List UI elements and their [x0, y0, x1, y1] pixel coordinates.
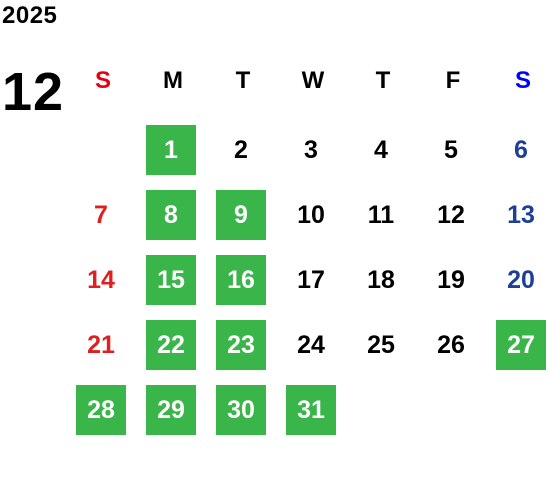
day-cell-23[interactable]: 23 [216, 320, 266, 370]
weekday-2: T [235, 67, 251, 94]
day-cell-24[interactable]: 24 [297, 331, 325, 359]
day-cell-13[interactable]: 13 [507, 201, 535, 229]
day-cell-28[interactable]: 28 [76, 385, 126, 435]
month-number: 12 [2, 62, 65, 122]
day-cell-27[interactable]: 27 [496, 320, 546, 370]
weekday-6: S [514, 67, 531, 94]
weekday-3: W [301, 67, 325, 94]
day-cell-16[interactable]: 16 [216, 255, 266, 305]
day-cell-17[interactable]: 17 [297, 266, 325, 294]
day-cell-9[interactable]: 9 [216, 190, 266, 240]
day-cell-21[interactable]: 21 [87, 331, 115, 359]
year-label: 2025 [2, 2, 58, 29]
day-cell-10[interactable]: 10 [297, 201, 325, 229]
weekday-1: M [163, 67, 183, 94]
day-cell-12[interactable]: 12 [437, 201, 465, 229]
day-cell-31[interactable]: 31 [286, 385, 336, 435]
day-cell-7[interactable]: 7 [94, 201, 108, 229]
day-cell-1[interactable]: 1 [146, 125, 196, 175]
weekday-5: F [445, 67, 461, 94]
day-cell-29[interactable]: 29 [146, 385, 196, 435]
day-cell-2[interactable]: 2 [234, 136, 248, 164]
day-cell-3[interactable]: 3 [304, 136, 318, 164]
day-cell-25[interactable]: 25 [367, 331, 395, 359]
day-cell-15[interactable]: 15 [146, 255, 196, 305]
day-cell-30[interactable]: 30 [216, 385, 266, 435]
day-cell-19[interactable]: 19 [437, 266, 465, 294]
day-cell-20[interactable]: 20 [507, 266, 535, 294]
day-cell-5[interactable]: 5 [444, 136, 458, 164]
day-cell-26[interactable]: 26 [437, 331, 465, 359]
day-cell-4[interactable]: 4 [374, 136, 388, 164]
day-cell-22[interactable]: 22 [146, 320, 196, 370]
weekday-4: T [375, 67, 391, 94]
day-cell-14[interactable]: 14 [87, 266, 115, 294]
day-cell-11[interactable]: 11 [367, 201, 395, 229]
day-cell-18[interactable]: 18 [367, 266, 395, 294]
day-cell-6[interactable]: 6 [514, 136, 528, 164]
weekday-0: S [94, 67, 111, 94]
day-cell-8[interactable]: 8 [146, 190, 196, 240]
